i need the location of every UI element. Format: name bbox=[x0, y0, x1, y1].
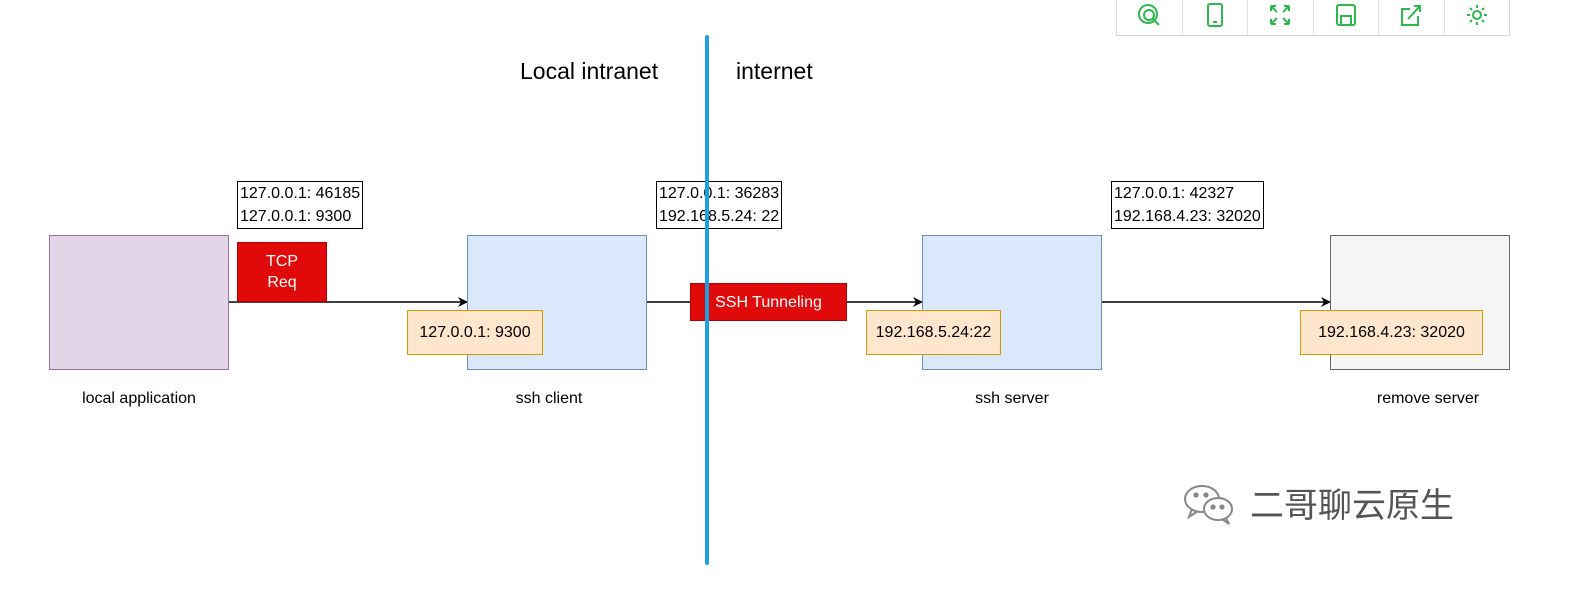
port-box-ssh-client: 127.0.0.1: 9300 bbox=[407, 310, 543, 355]
save-button[interactable] bbox=[1312, 0, 1379, 35]
tcp-tag-line: TCP bbox=[266, 253, 298, 270]
settings-button[interactable] bbox=[1443, 0, 1510, 35]
address-line: 127.0.0.1: 42327 bbox=[1114, 185, 1235, 202]
search-icon bbox=[1138, 3, 1160, 26]
region-label-local: Local intranet bbox=[520, 58, 659, 84]
mobile-icon bbox=[1206, 2, 1223, 27]
tcp-request-tag: TCP Req bbox=[237, 242, 327, 302]
region-label-internet: internet bbox=[736, 58, 813, 84]
address-line: 127.0.0.1: 9300 bbox=[240, 208, 352, 225]
local-application-label: local application bbox=[82, 390, 196, 407]
port-box-ssh-server: 192.168.5.24:22 bbox=[866, 310, 1001, 355]
ssh-server-label: ssh server bbox=[975, 390, 1049, 407]
tcp-tag-line: Req bbox=[267, 274, 297, 291]
share-icon bbox=[1401, 4, 1422, 26]
local-application-node[interactable] bbox=[49, 235, 229, 370]
share-button[interactable] bbox=[1378, 0, 1444, 35]
address-box-client-to-server: 127.0.0.1: 36283 192.168.5.24: 22 bbox=[656, 181, 783, 229]
diagram-toolbar bbox=[1116, 0, 1510, 36]
ssh-client-label: ssh client bbox=[515, 390, 583, 407]
fullscreen-button[interactable] bbox=[1247, 0, 1313, 35]
save-icon bbox=[1335, 3, 1356, 26]
remote-server-label: remove server bbox=[1376, 390, 1480, 407]
address-box-app-to-client: 127.0.0.1: 46185 127.0.0.1: 9300 bbox=[237, 181, 364, 229]
address-line: 192.168.5.24: 22 bbox=[659, 208, 780, 225]
wechat-icon bbox=[1184, 484, 1233, 525]
fullscreen-icon bbox=[1270, 4, 1291, 25]
network-divider bbox=[705, 35, 709, 565]
address-line: 127.0.0.1: 36283 bbox=[659, 185, 780, 202]
address-line: 192.168.4.23: 32020 bbox=[1114, 208, 1261, 225]
address-line: 127.0.0.1: 46185 bbox=[240, 185, 361, 202]
watermark: 二哥聊云原生 bbox=[1180, 478, 1454, 527]
watermark-text: 二哥聊云原生 bbox=[1250, 486, 1454, 526]
gear-icon bbox=[1466, 4, 1487, 25]
search-button[interactable] bbox=[1117, 0, 1182, 35]
ssh-tunneling-tag: SSH Tunneling bbox=[690, 283, 847, 321]
port-box-remote-server: 192.168.4.23: 32020 bbox=[1300, 310, 1483, 355]
address-box-server-to-remote: 127.0.0.1: 42327 192.168.4.23: 32020 bbox=[1111, 181, 1264, 229]
mobile-button[interactable] bbox=[1181, 0, 1248, 35]
